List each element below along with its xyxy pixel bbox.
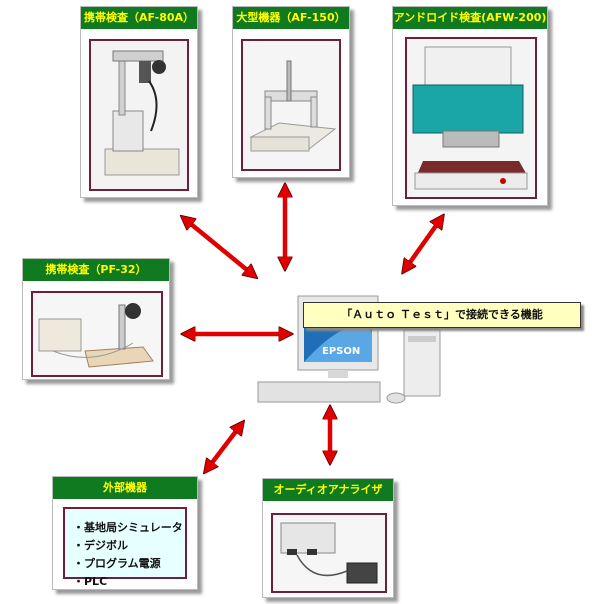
afw200-photo [405,37,537,199]
af80a-photo [89,39,189,191]
audio-photo [271,513,387,593]
node-afw200: アンドロイド検査(AFW-200) [392,6,548,206]
external-device-item: PLC [73,573,185,591]
node-afw200-title: アンドロイド検査(AFW-200) [393,7,547,29]
external-device-list: 基地局シミュレータ デジボル プログラム電源 PLC [63,507,187,588]
external-device-item: プログラム電源 [73,555,185,573]
node-external: 外部機器 基地局シミュレータ デジボル プログラム電源 PLC [52,476,198,590]
node-audio: オーディオアナライザ [262,478,394,598]
node-external-title: 外部機器 [53,477,197,499]
auto-test-callout: 「Ａｕｔｏ Ｔｅｓｔ」で接続できる機能 [303,302,581,328]
node-af150: 大型機器（AF-150） [232,6,350,178]
arrow-af80a [186,220,252,274]
arrow-external [208,426,240,468]
node-af80a: 携帯検査（AF-80A） [80,6,198,198]
external-device-item: 基地局シミュレータ [73,519,185,537]
external-device-item: デジボル [73,537,185,555]
arrow-afw200 [406,220,440,268]
af150-photo [241,39,341,171]
node-pf32: 携帯検査（PF-32） [22,258,170,380]
node-pf32-title: 携帯検査（PF-32） [23,259,169,281]
node-audio-title: オーディオアナライザ [263,479,393,501]
node-af150-title: 大型機器（AF-150） [233,7,349,29]
monitor-brand-text: EPSON [322,346,360,357]
node-af80a-title: 携帯検査（AF-80A） [81,7,197,29]
pf32-photo [31,291,163,377]
